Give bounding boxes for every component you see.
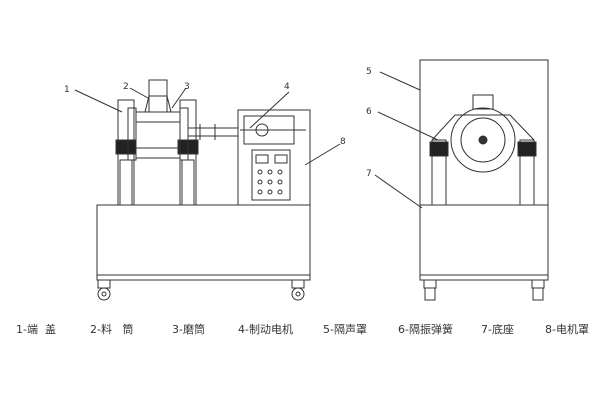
drum-inner bbox=[460, 117, 506, 163]
callout-6: 6 bbox=[366, 107, 372, 117]
legend-item: 5-隔声罩 bbox=[323, 323, 367, 336]
callout-1: 1 bbox=[64, 85, 70, 95]
left-column bbox=[115, 99, 137, 206]
base-frame bbox=[96, 204, 311, 281]
legend-item: 4-制动电机 bbox=[238, 323, 293, 336]
drum-support bbox=[431, 114, 535, 141]
front-view bbox=[74, 79, 341, 301]
callout-2: 2 bbox=[123, 82, 129, 92]
callout-5: 5 bbox=[366, 67, 372, 77]
legend-item: 8-电机罩 bbox=[545, 323, 589, 336]
sound-enclosure bbox=[419, 59, 549, 281]
spring-left bbox=[429, 139, 449, 206]
material-cylinder bbox=[144, 79, 172, 113]
legend-item: 2-料 筒 bbox=[90, 323, 134, 336]
callout-3: 3 bbox=[184, 82, 190, 92]
motor-cover bbox=[237, 109, 311, 206]
legend: 1-端 盖 2-料 筒 3-磨筒 4-制动电机 5-隔声罩 6-隔振弹簧 7-底… bbox=[0, 321, 604, 337]
legend-item: 1-端 盖 bbox=[16, 323, 56, 336]
drum-outer bbox=[450, 107, 516, 173]
legend-item: 6-隔振弹簧 bbox=[398, 323, 453, 336]
wheel-right bbox=[291, 279, 305, 301]
wheel-left bbox=[97, 279, 111, 301]
legend-item: 3-磨筒 bbox=[172, 323, 205, 336]
legend-item: 7-底座 bbox=[481, 323, 514, 336]
spring-right bbox=[517, 139, 537, 206]
callout-7: 7 bbox=[366, 169, 372, 179]
side-view bbox=[374, 59, 549, 301]
control-panel bbox=[251, 149, 291, 201]
callout-4: 4 bbox=[284, 82, 290, 92]
wheel-left bbox=[423, 279, 437, 301]
wheel-right bbox=[531, 279, 545, 301]
grinding-drum bbox=[135, 111, 181, 159]
callout-8: 8 bbox=[340, 137, 346, 147]
